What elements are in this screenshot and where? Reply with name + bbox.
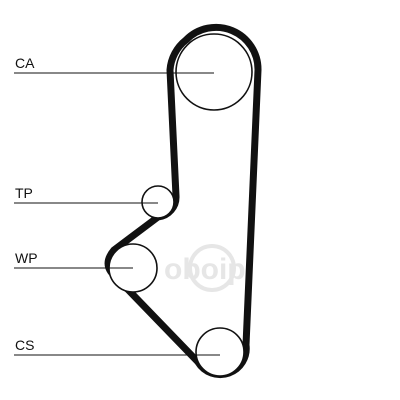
wp-label: WP (15, 250, 38, 266)
crankshaft-pulley (195, 327, 245, 377)
watermark-text: oboip (164, 253, 246, 286)
watermark-logo: oboip (164, 244, 246, 292)
tp-label: TP (15, 185, 33, 201)
tensioner-pulley (141, 185, 175, 219)
cs-label: CS (15, 337, 34, 353)
camshaft-pulley (175, 33, 253, 111)
ca-label: CA (15, 55, 35, 71)
